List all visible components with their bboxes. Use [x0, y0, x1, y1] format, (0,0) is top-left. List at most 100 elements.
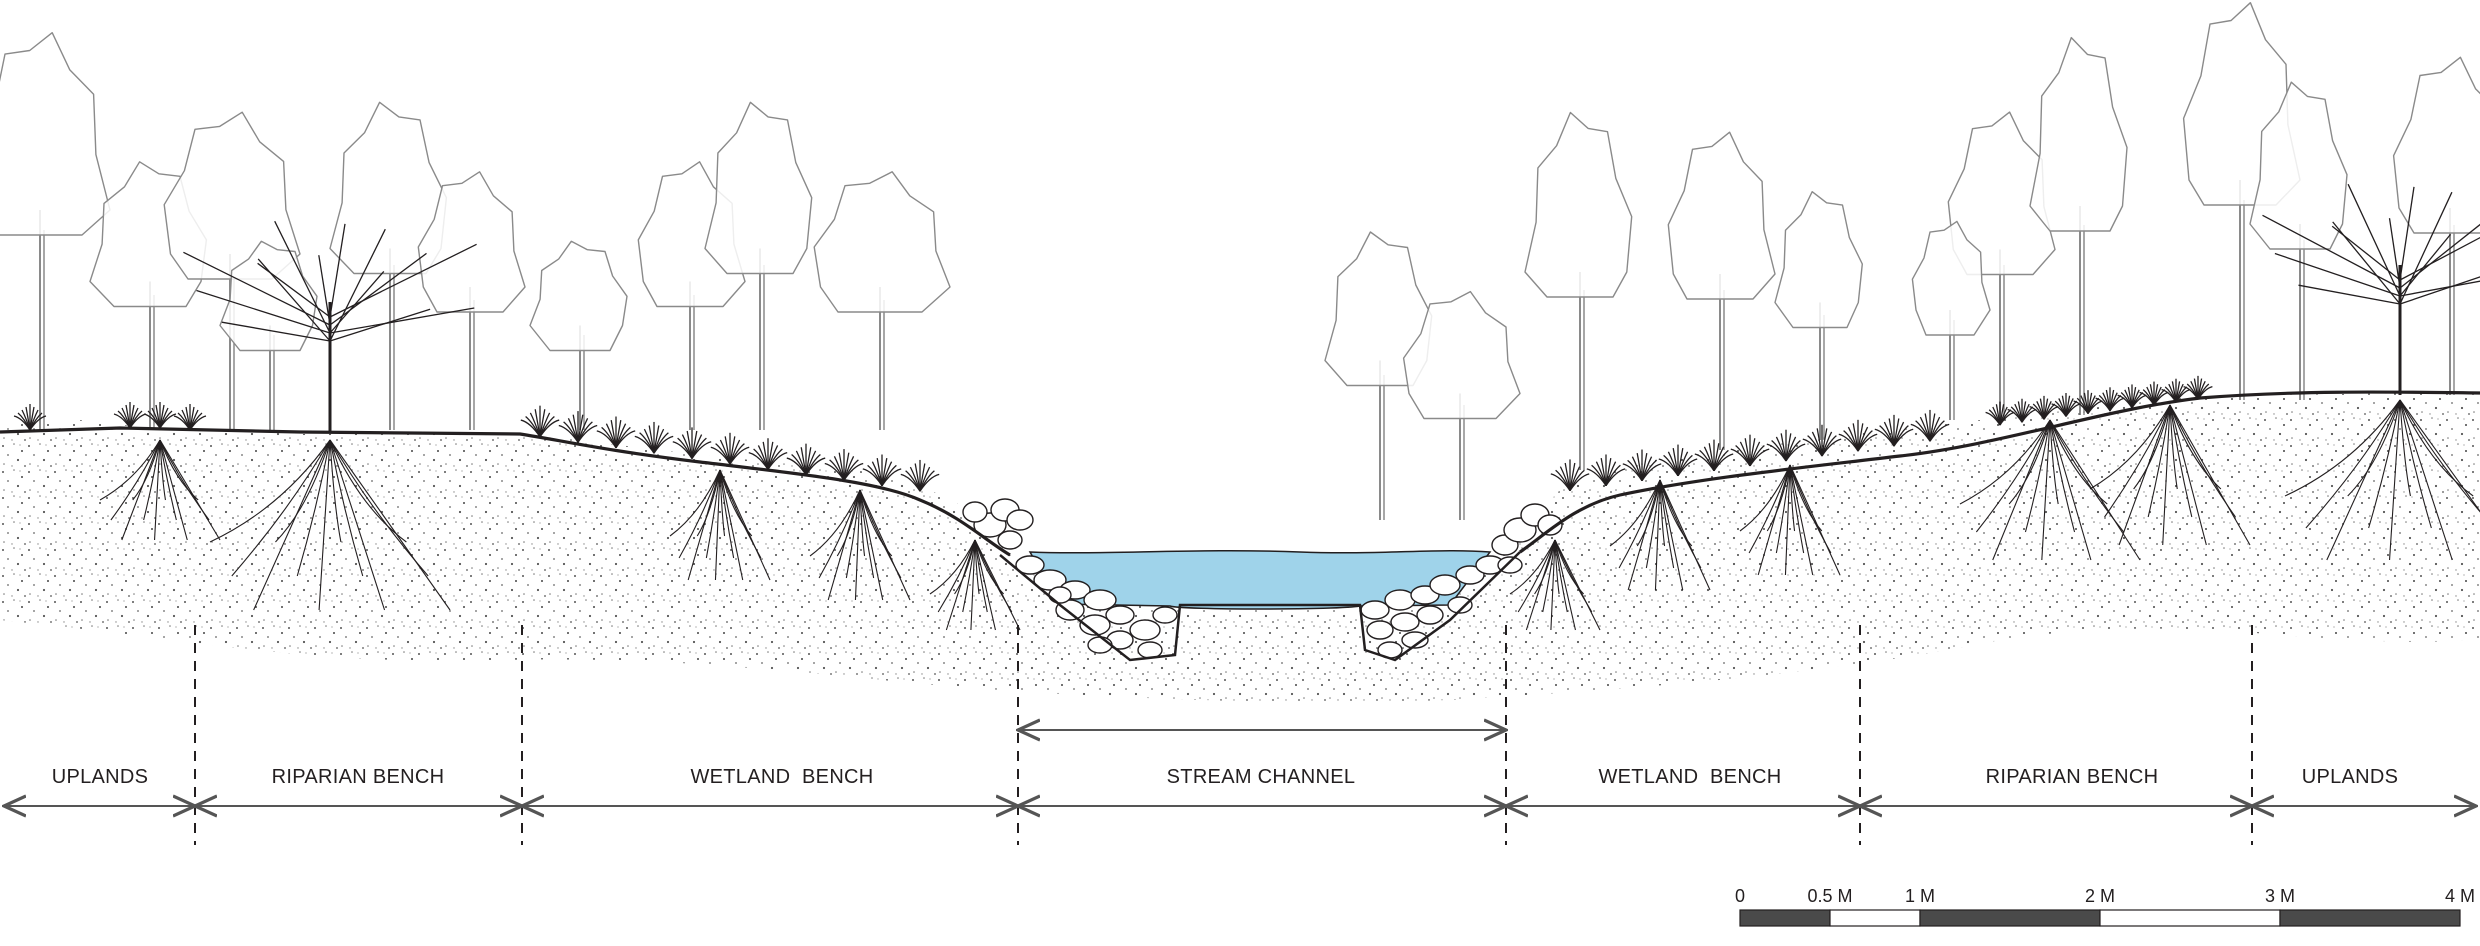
scale-tick-label: 1 M: [1905, 886, 1935, 906]
root-system: [1739, 464, 1841, 576]
rock: [1360, 600, 1390, 620]
grass-tuft: [1910, 409, 1950, 442]
background-tree: [1774, 191, 1863, 440]
background-tree: [1324, 231, 1433, 520]
background-tree: [1524, 111, 1633, 470]
root-system: [99, 439, 221, 541]
grass-tuft: [1766, 429, 1806, 462]
root-system: [209, 439, 451, 611]
grass-tuft: [1550, 459, 1590, 491]
background-tree: [417, 171, 526, 430]
rock: [1429, 574, 1461, 596]
grass-tuft: [1622, 449, 1662, 482]
grass-tuft: [1586, 454, 1626, 487]
root-system: [669, 469, 771, 581]
zone-label-wetland-bench-left: WETLAND BENCH: [690, 766, 873, 788]
grass-tuft: [1694, 439, 1734, 472]
rock: [1129, 619, 1161, 641]
root-system: [2284, 399, 2480, 561]
root-system: [1509, 539, 1601, 631]
zone-label-stream-channel: STREAM CHANNEL: [1167, 766, 1356, 788]
ground-surface-line: [0, 390, 2480, 557]
grass-tuft: [710, 432, 750, 465]
root-system: [929, 539, 1021, 631]
grass-tuft: [173, 404, 207, 431]
scale-tick-label: 0: [1735, 886, 1745, 906]
background-tree: [1947, 111, 2056, 420]
wetland-grasses: [13, 375, 2213, 492]
background-tree: [2392, 56, 2480, 395]
soil-profile: [0, 392, 2480, 702]
root-system: [1959, 419, 2141, 561]
rock: [1366, 620, 1394, 640]
grass-tuft: [13, 404, 47, 431]
deciduous-tree: [2262, 183, 2480, 395]
scale-bar-segment: [1829, 909, 1921, 927]
rock: [1447, 596, 1473, 614]
rock: [1033, 569, 1067, 591]
zone-label-riparian-bench-left: RIPARIAN BENCH: [272, 766, 445, 788]
background-tree: [1911, 220, 1991, 420]
grass-tuft: [520, 405, 560, 438]
grass-tuft: [2095, 387, 2125, 412]
rock: [1537, 514, 1563, 536]
grass-tuft: [113, 402, 147, 429]
background-tree: [813, 171, 951, 430]
grass-tuft: [1802, 424, 1842, 457]
scale-bar-segment: [1739, 909, 1831, 927]
scale-tick-label: 4 M: [2445, 886, 2475, 906]
grass-tuft: [558, 411, 598, 443]
background-tree: [2249, 81, 2348, 400]
grass-tuft: [900, 459, 940, 492]
rock: [1079, 614, 1111, 636]
background-tree: [1667, 131, 1776, 450]
rock: [997, 530, 1023, 550]
rock: [1416, 605, 1444, 625]
channel-riprap-rocks: [962, 498, 1563, 659]
background-tree: [1402, 290, 1521, 520]
rock: [1048, 586, 1072, 604]
rock: [1006, 509, 1034, 531]
zone-label-uplands-right: UPLANDS: [2302, 766, 2399, 788]
scale-bar-segment: [2099, 909, 2281, 927]
grass-tuft: [1658, 444, 1698, 477]
channel-bed-line: [999, 551, 1521, 662]
rock: [1390, 612, 1420, 632]
grass-tuft: [862, 454, 902, 487]
rock: [1152, 606, 1178, 624]
background-tree: [219, 240, 318, 430]
rock: [1455, 565, 1485, 585]
root-systems: [99, 399, 2480, 631]
grass-tuft: [596, 416, 636, 449]
rock: [1087, 636, 1113, 654]
grass-tuft: [2029, 395, 2059, 420]
scale-tick-label: 0.5 M: [1807, 886, 1852, 906]
grass-tuft: [2183, 375, 2213, 400]
rock: [1401, 631, 1429, 649]
root-system: [2089, 404, 2251, 546]
zone-label-riparian-bench-right: RIPARIAN BENCH: [1986, 766, 2159, 788]
root-system: [809, 489, 911, 601]
deciduous-tree: [183, 220, 477, 432]
background-trees: [0, 2, 2480, 520]
scale-tick-label: 2 M: [2085, 886, 2115, 906]
scale-bar: 0 0.5 M 1 M 2 M 3 M 4 M: [1735, 886, 2475, 927]
grass-tuft: [2161, 378, 2191, 403]
background-tree: [704, 101, 813, 430]
zone-label-wetland-bench-right: WETLAND BENCH: [1598, 766, 1781, 788]
rock: [1384, 589, 1416, 611]
stream-water: [1028, 549, 1492, 610]
scale-tick-label: 3 M: [2265, 886, 2295, 906]
grass-tuft: [1874, 414, 1914, 447]
grass-tuft: [143, 402, 177, 429]
grass-tuft: [672, 427, 712, 459]
background-tree: [2029, 36, 2128, 415]
grass-tuft: [1838, 419, 1878, 452]
scale-bar-segment: [1919, 909, 2101, 927]
grass-tuft: [824, 449, 864, 481]
rock: [1015, 555, 1045, 575]
grass-tuft: [634, 421, 674, 454]
background-tree: [529, 240, 628, 430]
grass-tuft: [786, 443, 826, 476]
